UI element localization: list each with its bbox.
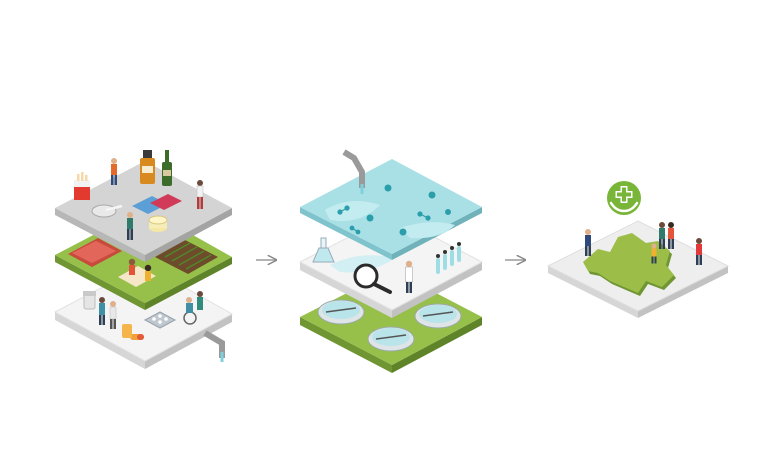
- virus-particle-icon: [366, 184, 451, 236]
- wheelchair-icon: [183, 291, 203, 325]
- person-icon: [651, 243, 657, 264]
- person-icon: [585, 229, 591, 256]
- molecule-icon: [337, 205, 431, 235]
- inflow-pipe-icon: [342, 149, 365, 194]
- crop-field-icon: [155, 240, 218, 274]
- person-icon: [659, 222, 665, 249]
- layer-laboratory: [298, 214, 484, 318]
- stage-analysis: [298, 149, 484, 373]
- pill-blister-icon: [143, 311, 177, 329]
- stage-sources: [53, 150, 234, 369]
- person-icon: [668, 222, 674, 249]
- magnifier-icon: [353, 263, 392, 294]
- clarifier-tank-icon: [367, 326, 415, 352]
- person-icon: [111, 158, 117, 185]
- liquor-bottle-icon: [140, 150, 155, 184]
- test-tube-rack-icon: [436, 242, 461, 274]
- person-icon: [127, 212, 133, 240]
- health-protection-badge-icon: [607, 181, 641, 215]
- person-icon: [196, 180, 204, 209]
- clarifier-tank-icon: [414, 303, 462, 329]
- cigarette-pack-icon: [74, 172, 90, 200]
- layer-medicine: [53, 264, 234, 369]
- layer-lifestyle: [55, 150, 232, 262]
- ashtray-icon: [91, 204, 123, 218]
- layer-water-surface: [300, 149, 482, 260]
- dining-table-icon: [118, 258, 156, 287]
- person-icon: [109, 301, 117, 329]
- pill-bottle-icon: [83, 291, 96, 310]
- person-icon: [696, 238, 702, 265]
- wine-bottle-icon: [162, 150, 172, 186]
- capsule-icon: [122, 324, 144, 340]
- person-icon: [99, 297, 105, 325]
- flask-icon: [312, 237, 335, 263]
- glass-icon: [148, 215, 168, 232]
- meat-tray-icon: [68, 238, 122, 267]
- scientist-icon: [405, 260, 413, 293]
- drain-pipe-icon: [203, 330, 225, 362]
- clarifier-tank-icon: [317, 299, 365, 325]
- credit-card-icon: [132, 194, 182, 214]
- stage-public-health: [546, 181, 730, 318]
